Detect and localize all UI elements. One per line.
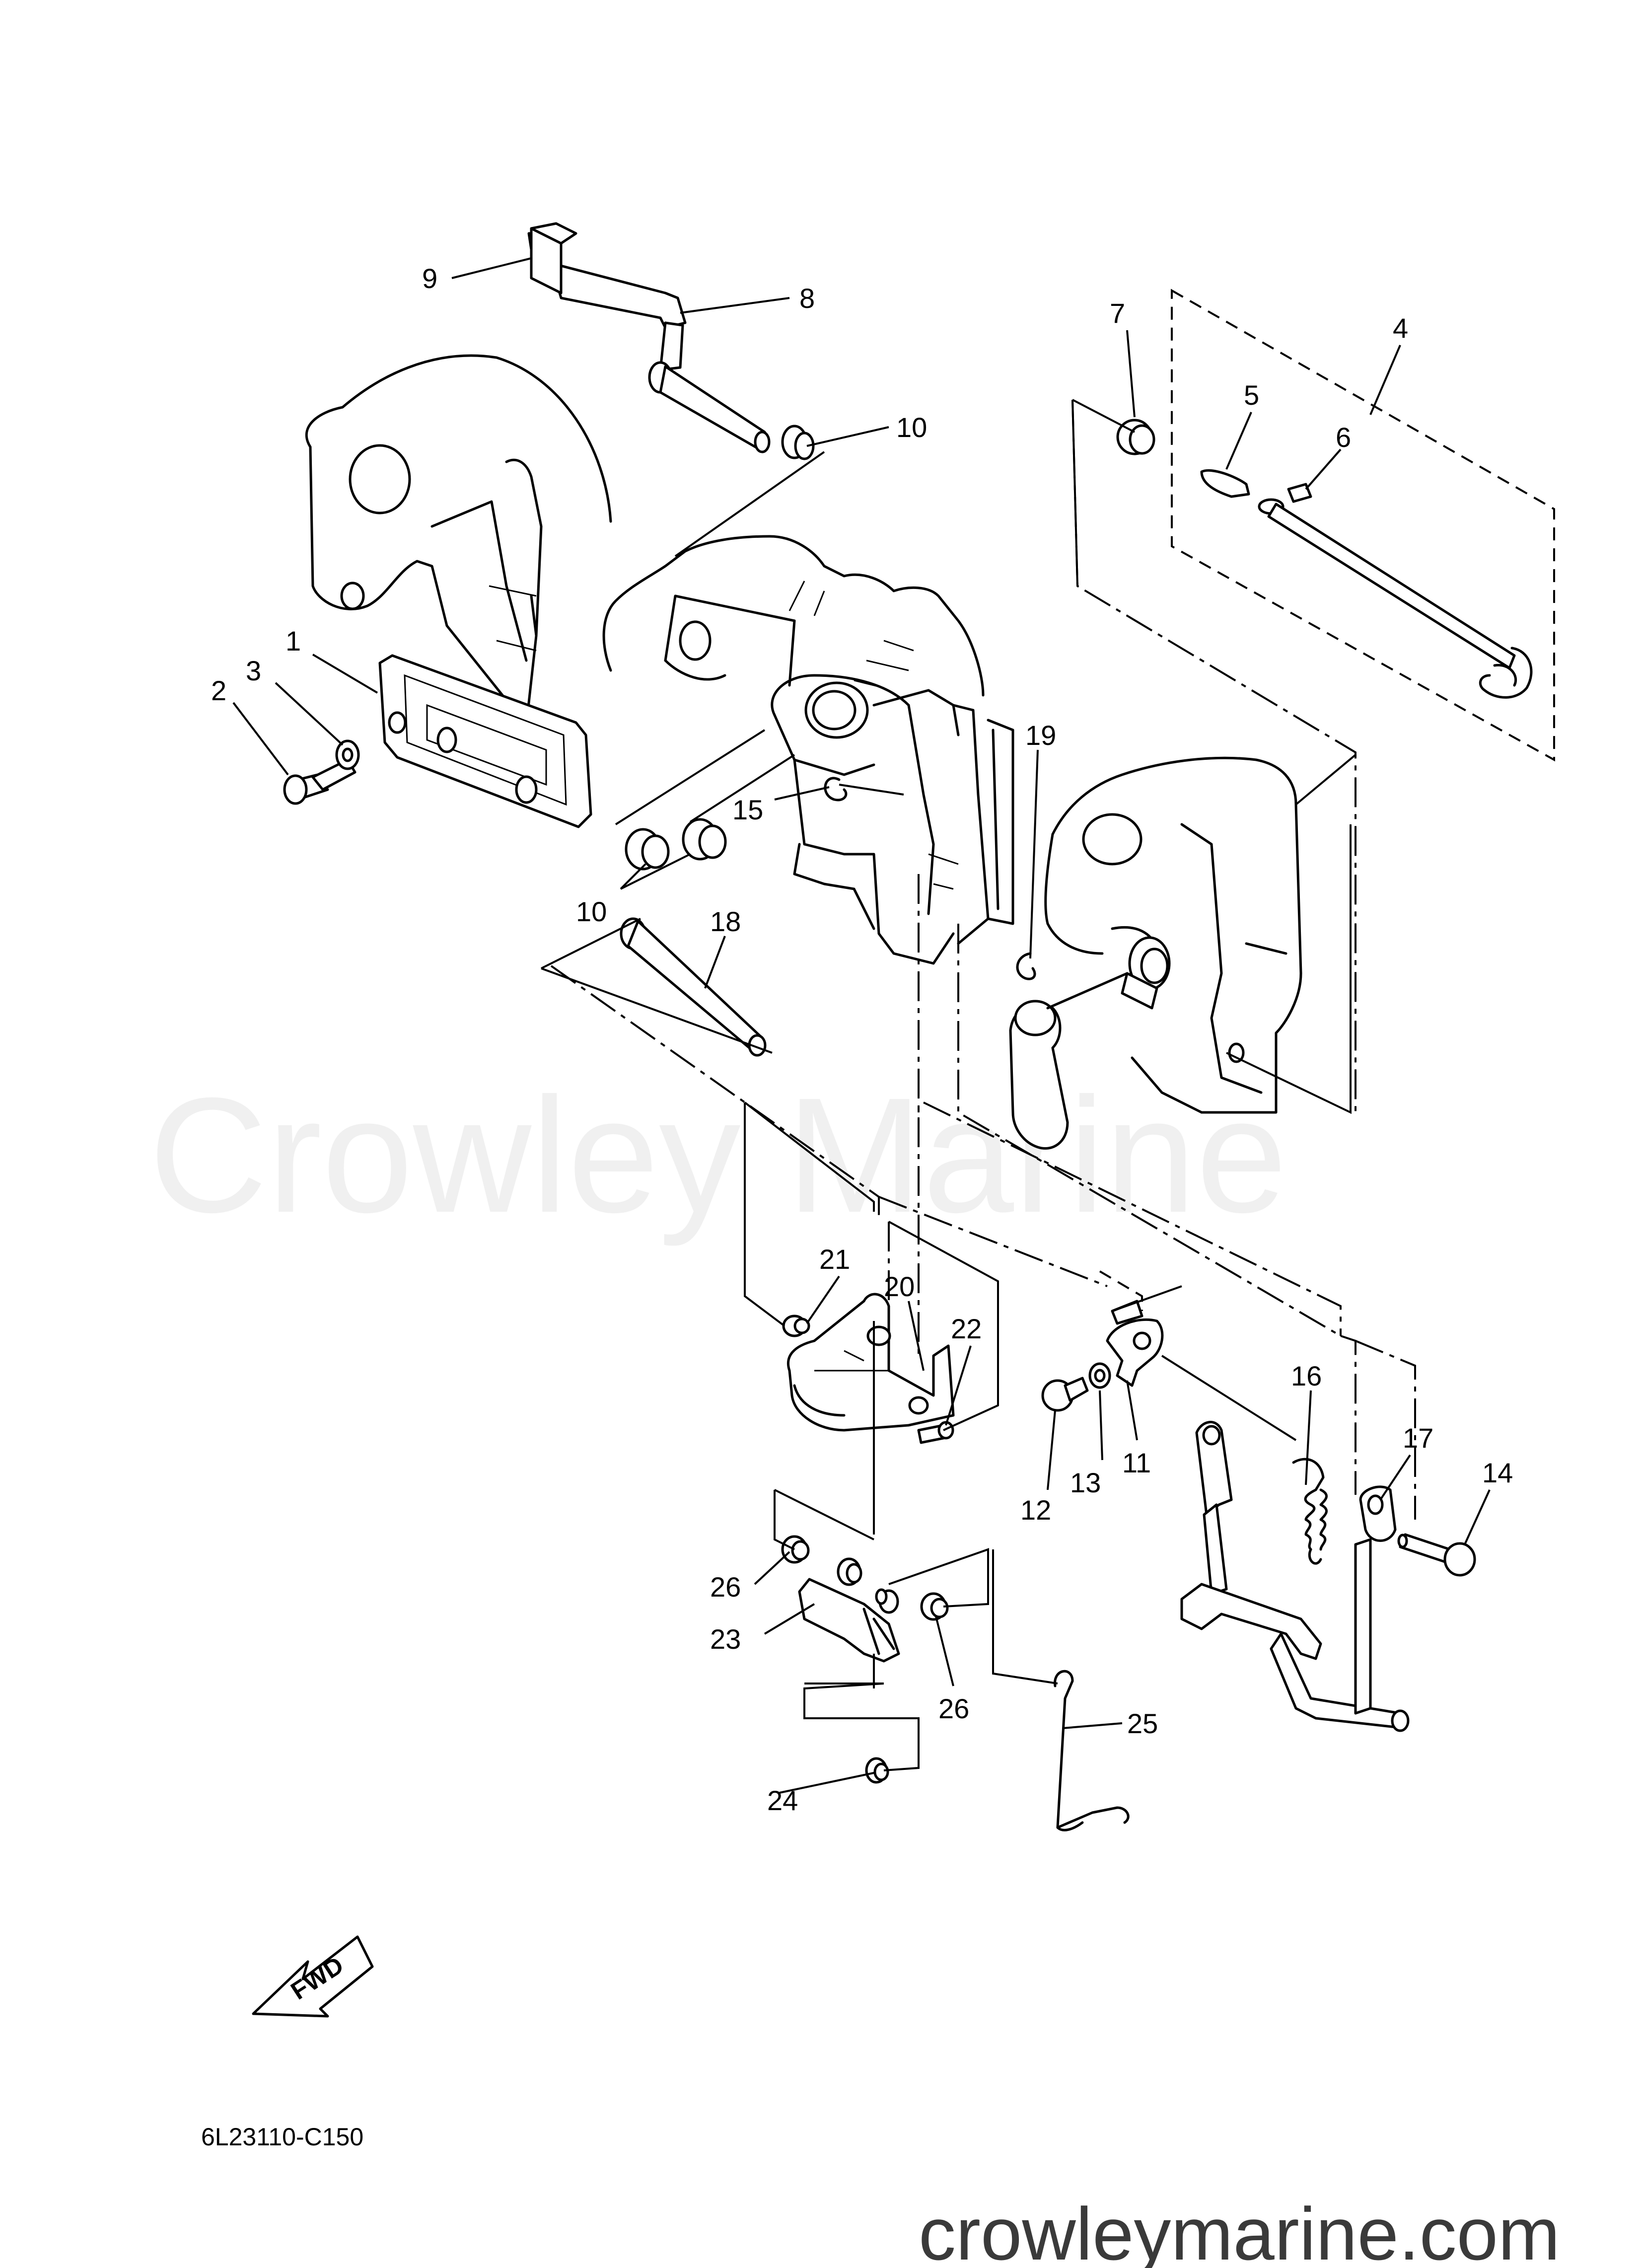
callout-26-right: 26 (938, 1693, 969, 1724)
callout-numbers: 1 2 3 4 5 6 7 8 9 10 10 11 12 13 14 15 1… (211, 263, 1513, 1816)
spring-16 (1292, 1458, 1328, 1565)
callout-1: 1 (286, 625, 301, 657)
callout-3: 3 (246, 655, 261, 686)
callout-9: 9 (422, 263, 437, 294)
rod-25 (1054, 1670, 1130, 1831)
fwd-arrow: FWD (252, 1935, 374, 2018)
callout-7: 7 (1110, 297, 1125, 329)
callout-20: 20 (884, 1271, 915, 1302)
callout-13: 13 (1070, 1467, 1101, 1498)
callout-17: 17 (1403, 1422, 1433, 1454)
bushing-26-mid (837, 1557, 862, 1586)
lever-11 (1099, 1270, 1164, 1387)
watermark-text: Crowley Marine (149, 1063, 1287, 1247)
callout-6: 6 (1336, 422, 1351, 453)
tilt-lever-17 (1180, 1421, 1410, 1732)
callout-19: 19 (1025, 720, 1056, 751)
callout-14: 14 (1482, 1457, 1513, 1488)
callout-25: 25 (1127, 1708, 1158, 1739)
swivel-bracket (602, 535, 1014, 965)
leader-connection-lines (541, 399, 1356, 1771)
bushing-lower-pair (625, 818, 727, 871)
site-url: crowleymarine.com (919, 2192, 1560, 2268)
lever-grip (530, 222, 577, 294)
lever-23 (798, 1578, 900, 1663)
pin-22 (917, 1421, 954, 1444)
right-clamp-bracket (1009, 756, 1302, 1150)
callout-12: 12 (1020, 1494, 1051, 1526)
washer-3 (335, 739, 360, 770)
callout-11: 11 (1122, 1447, 1151, 1478)
callout-15: 15 (732, 794, 763, 825)
circlip-19 (1016, 952, 1036, 980)
callout-23: 23 (710, 1623, 741, 1655)
callout-2: 2 (211, 675, 226, 706)
bolt-14 (1397, 1533, 1476, 1577)
callout-4: 4 (1393, 312, 1408, 344)
callout-21: 21 (819, 1244, 850, 1275)
callout-16: 16 (1291, 1360, 1322, 1391)
callout-10-top: 10 (896, 412, 927, 443)
washer-13 (1088, 1362, 1111, 1389)
callout-5: 5 (1244, 379, 1259, 411)
shaft-18 (620, 917, 767, 1057)
bushing-26-left (781, 1535, 810, 1564)
group-4-dashed-outline (1171, 289, 1555, 762)
diagram-code: 6L23110-C150 (201, 2123, 363, 2151)
callout-leaders (232, 257, 1491, 1794)
assembly-chain-lines (550, 399, 1416, 1520)
tilt-rod (1258, 498, 1533, 699)
bracket-20 (786, 1293, 955, 1432)
left-clamp-bracket (305, 354, 612, 727)
cap-5 (1200, 469, 1250, 498)
callout-18: 18 (710, 906, 741, 937)
steering-lever (527, 232, 771, 453)
callout-24: 24 (767, 1785, 798, 1816)
clip-21 (782, 1315, 810, 1337)
callout-22: 22 (951, 1313, 982, 1344)
bolt-12 (1041, 1377, 1089, 1412)
bushing-top (781, 425, 815, 460)
bushing-26-right (920, 1592, 949, 1621)
callout-26-left: 26 (710, 1571, 741, 1603)
mounting-plate (378, 654, 592, 828)
callout-10-lower: 10 (576, 896, 607, 927)
callout-8: 8 (799, 283, 815, 314)
circlip-15 (824, 777, 848, 802)
